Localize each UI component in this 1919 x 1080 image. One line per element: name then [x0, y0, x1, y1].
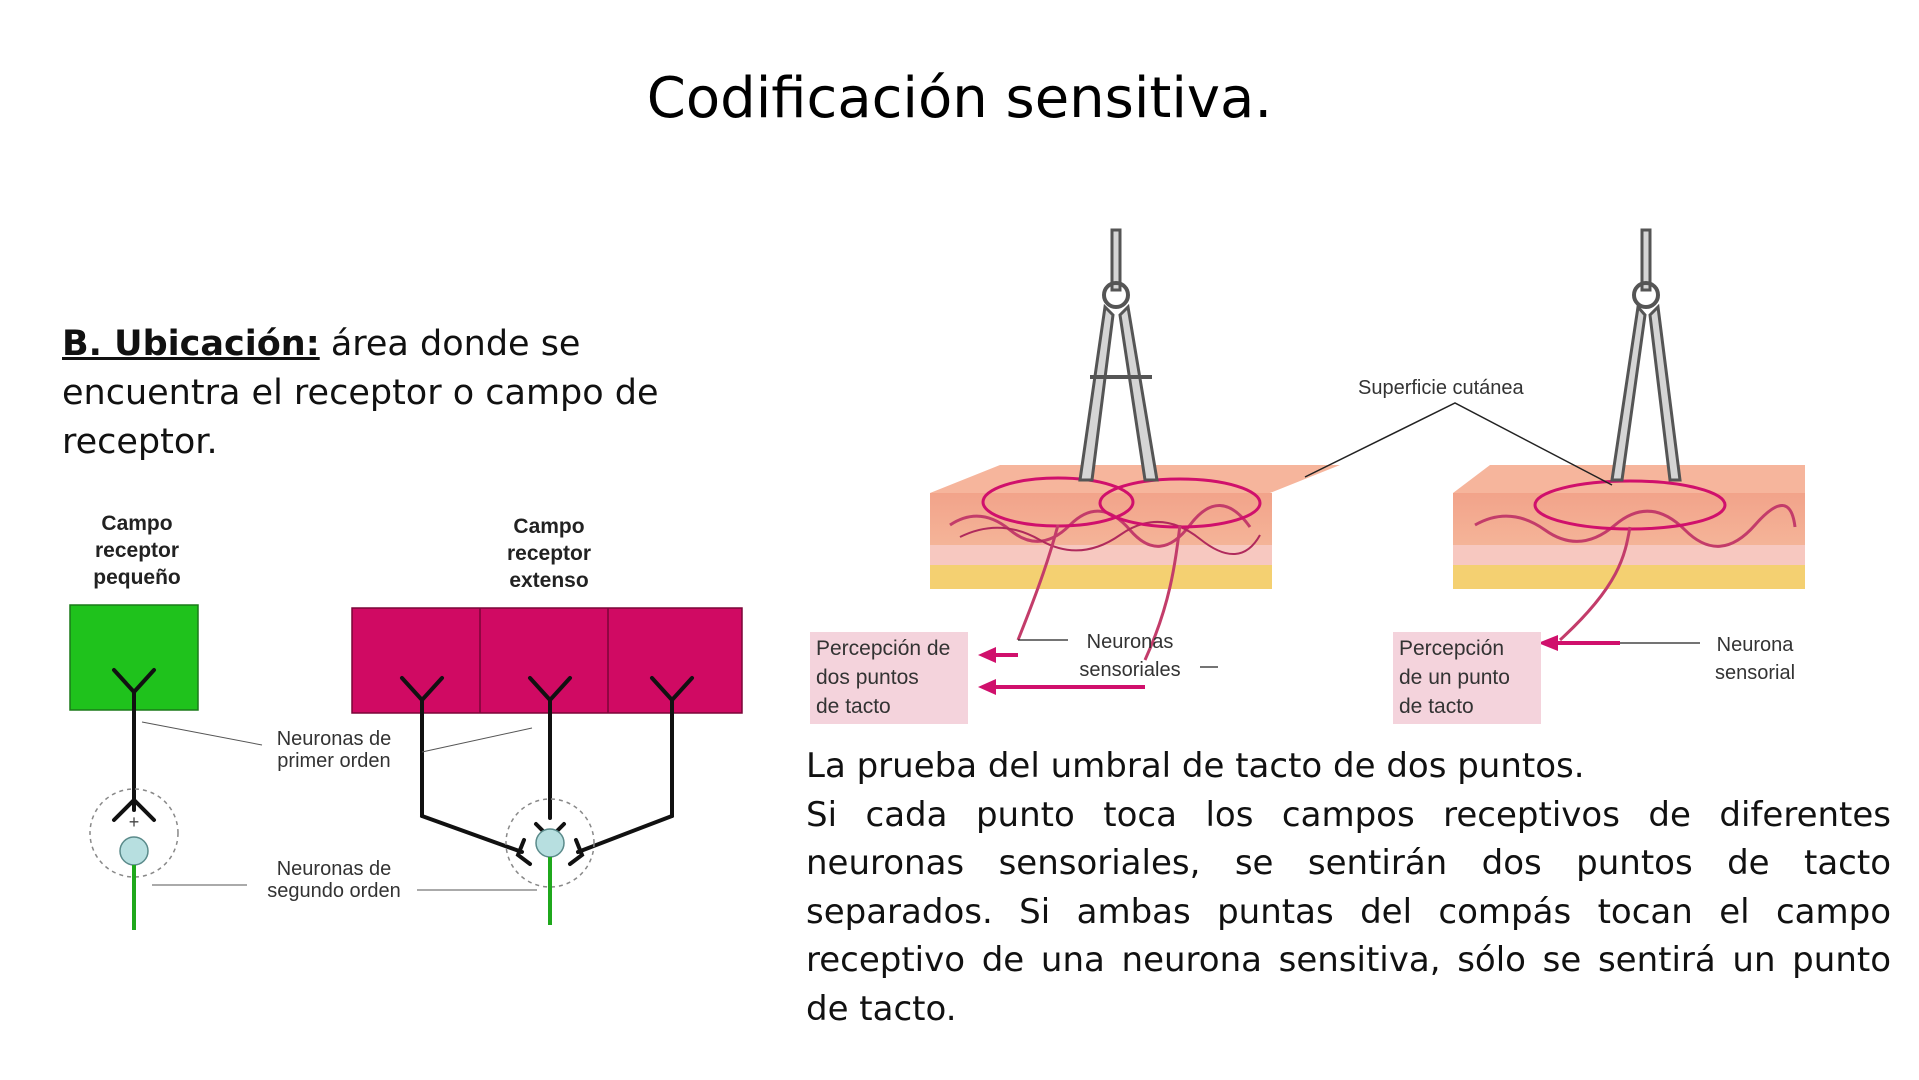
sensory-neuron-l2: sensorial: [1715, 662, 1795, 684]
description-paragraph: Si cada punto toca los campos receptivos…: [806, 794, 1891, 1029]
section-label: B. Ubicación:: [62, 324, 320, 364]
large-field-label: Campo receptor extenso: [507, 515, 591, 592]
large-field-label-l2: receptor: [507, 542, 591, 565]
small-field-label-l2: receptor: [95, 539, 179, 562]
small-first-order-neuron: [112, 668, 156, 822]
svg-text:+: +: [129, 812, 140, 832]
section-text: área donde se encuentra el receptor o ca…: [62, 324, 659, 462]
small-field-label: Campo receptor pequeño: [93, 512, 181, 589]
sensory-neuron-l1: Neurona: [1717, 634, 1795, 656]
second-order-l2: segundo orden: [267, 880, 400, 902]
receptive-field-diagram: Campo receptor pequeño Campo receptor extens…: [69, 512, 743, 930]
sensory-neurons-label: Neuronas sensoriales: [1079, 631, 1180, 681]
second-order-l1: Neuronas de: [277, 858, 392, 880]
large-field-label-l3: extenso: [509, 569, 588, 592]
small-second-order-soma: [119, 836, 149, 866]
compass-left-icon: [1078, 228, 1159, 482]
description: La prueba del umbral de tacto de dos pun…: [806, 742, 1891, 1033]
small-field-label-l1: Campo: [101, 512, 172, 535]
one-point-arrow: [1538, 635, 1620, 651]
large-field-label-l1: Campo: [513, 515, 584, 538]
sensory-neuron-label: Neurona sensorial: [1715, 634, 1795, 684]
first-order-l2: primer orden: [277, 750, 390, 772]
skin-block-right: [1453, 465, 1805, 642]
two-point-test-diagram: Superficie cutánea Neuronas sensoriales N…: [930, 228, 1805, 695]
slide-title: Codificación sensitiva.: [646, 66, 1273, 131]
description-line1: La prueba del umbral de tacto de dos pun…: [806, 746, 1585, 786]
sensory-neurons-l1: Neuronas: [1087, 631, 1174, 653]
first-order-l1: Neuronas de: [277, 728, 392, 750]
two-point-arrows: [978, 647, 1145, 695]
skin-surface-label: Superficie cutánea: [1358, 377, 1525, 399]
section-heading: B. Ubicación: área donde se encuentra el…: [62, 320, 762, 467]
compass-right-icon: [1610, 228, 1682, 482]
small-field-label-l3: pequeño: [93, 566, 181, 589]
large-second-order-soma: [535, 828, 565, 858]
skin-block-left: [930, 465, 1340, 661]
sensory-neurons-l2: sensoriales: [1079, 659, 1180, 681]
